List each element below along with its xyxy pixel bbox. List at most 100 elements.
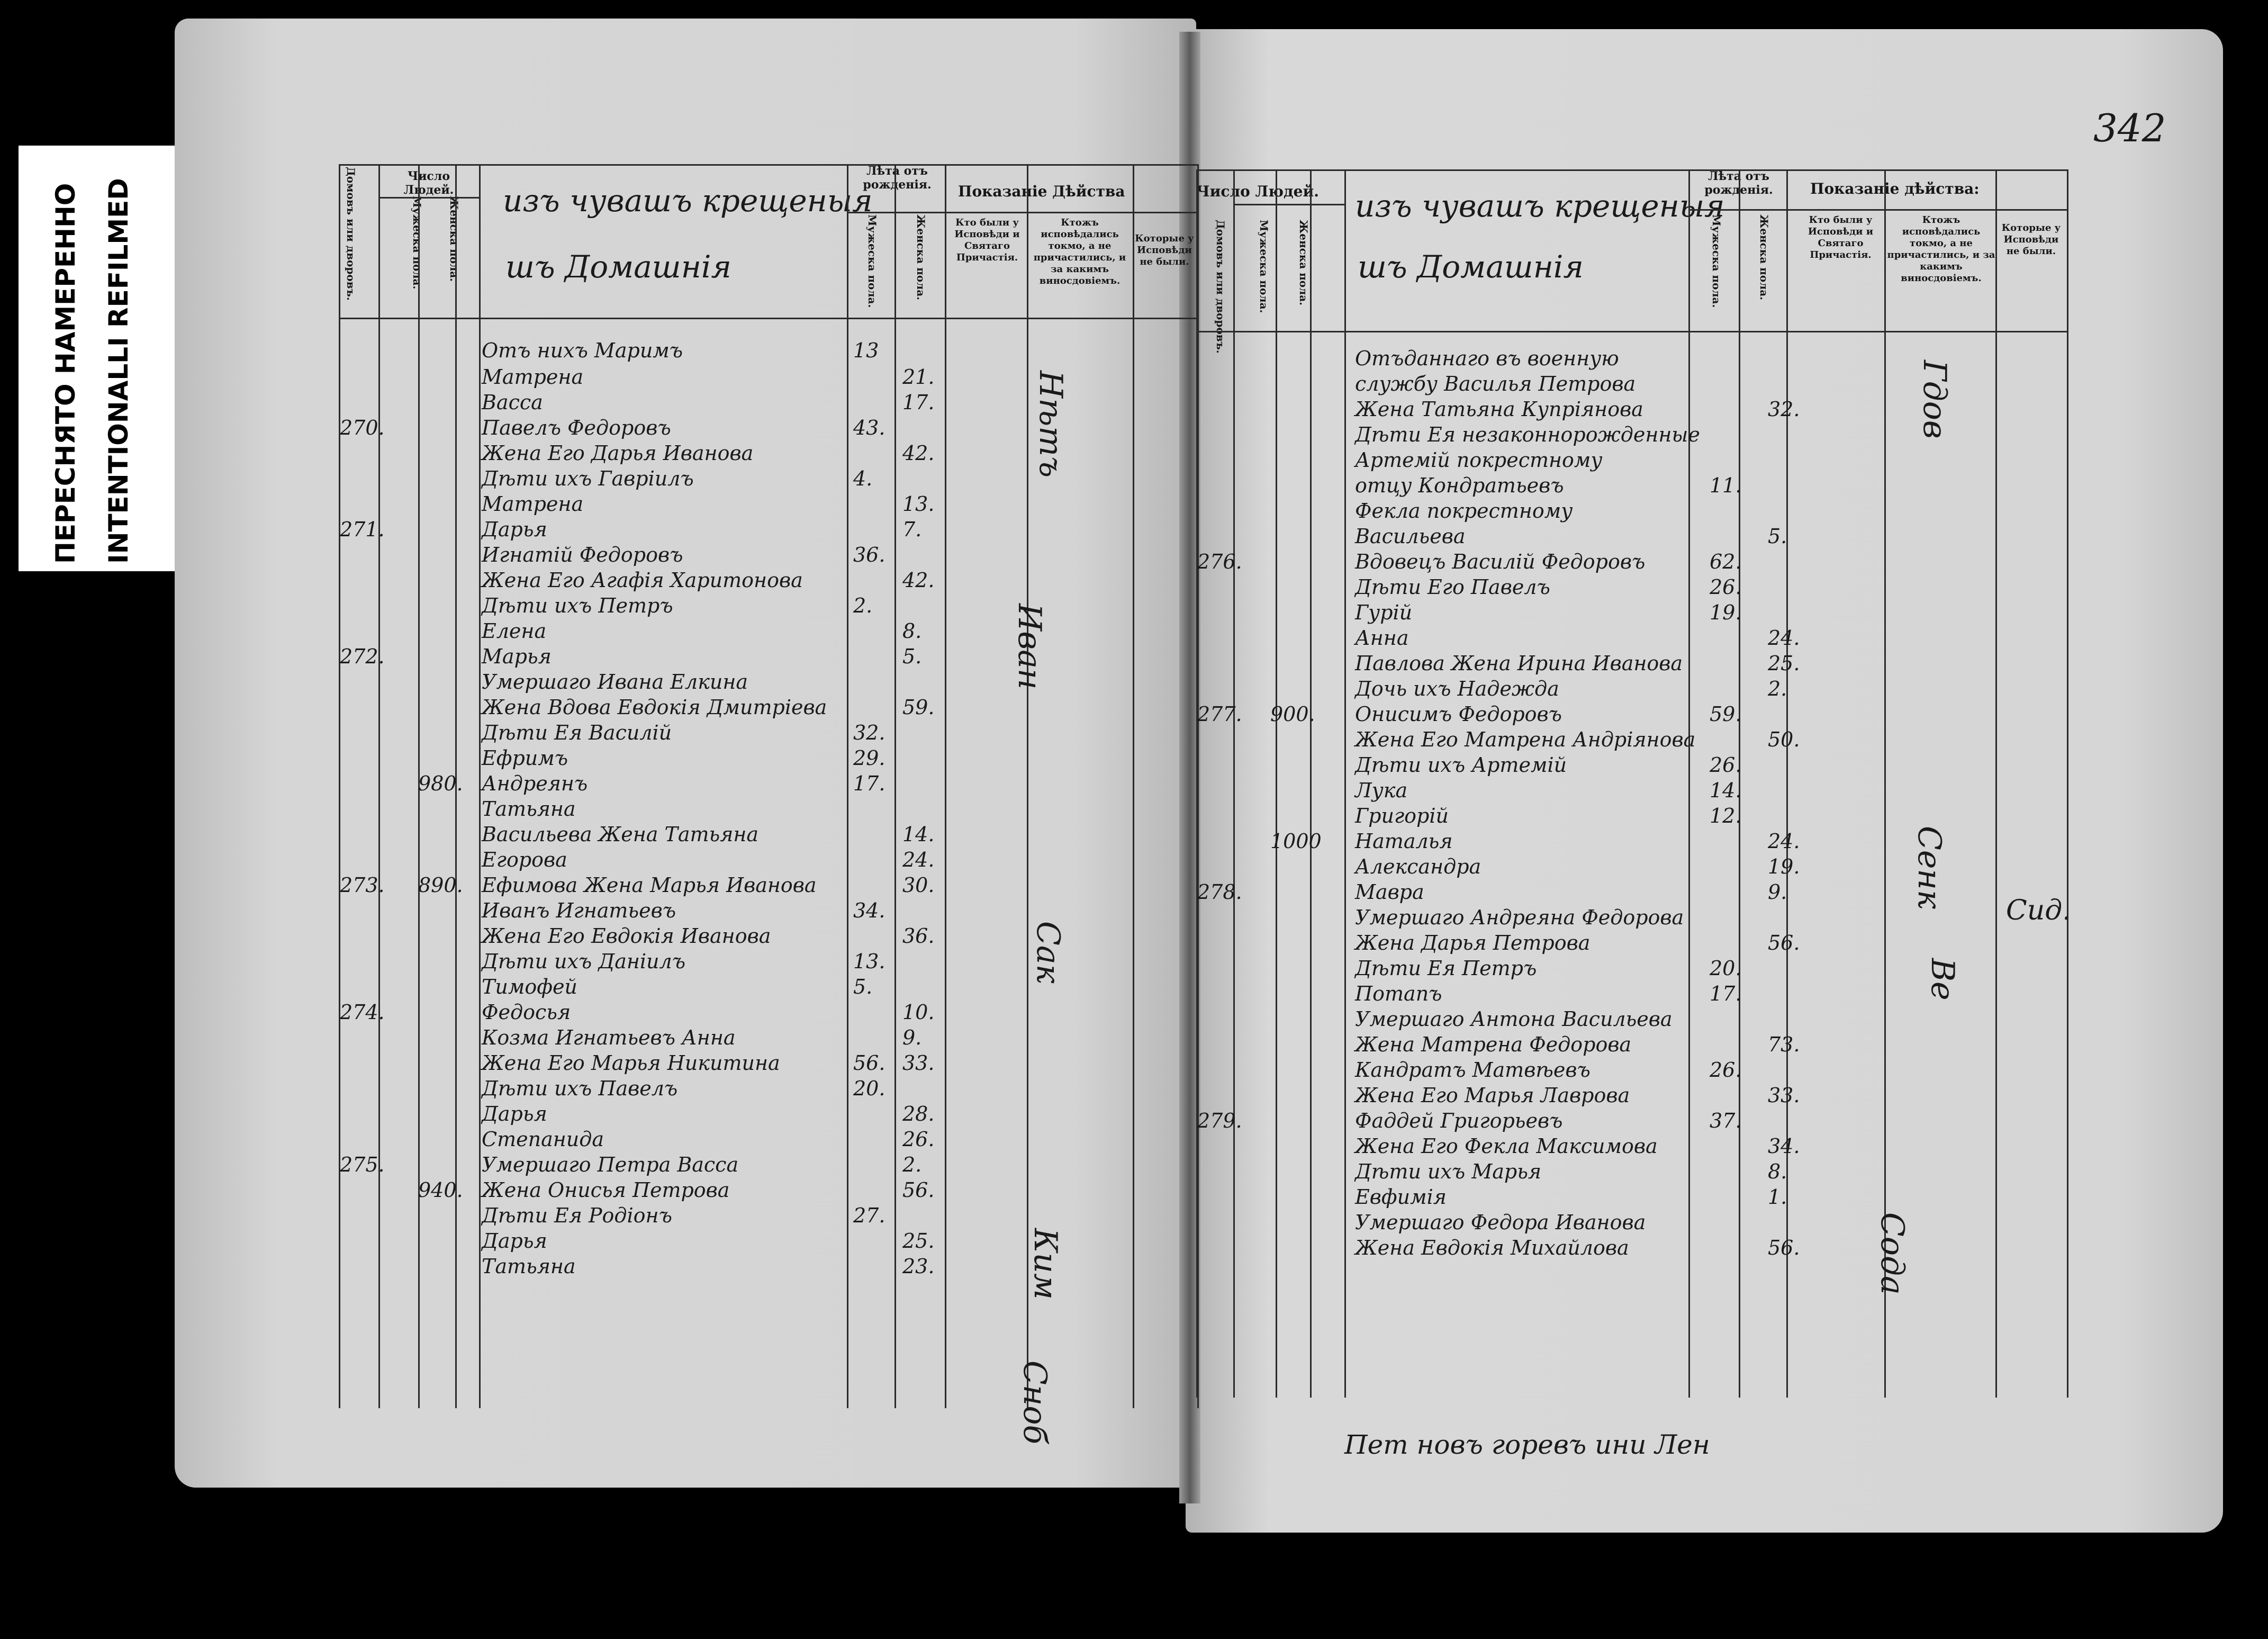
left-male-age: 13 bbox=[853, 339, 879, 362]
right-header-female: Женска пола. bbox=[1297, 220, 1310, 306]
left-entry-name: Васса bbox=[482, 391, 543, 414]
stamp-line-ru: ПЕРЕСНЯТО НАМЕРЕННО bbox=[50, 183, 81, 564]
left-entry-name: Игнатій Федоровъ bbox=[482, 543, 683, 566]
right-entry-name: Жена Татьяна Купріянова bbox=[1355, 398, 1643, 421]
left-female-age: 7. bbox=[902, 518, 922, 541]
right-entry-name: Онисимъ Федоровъ bbox=[1355, 703, 1562, 726]
left-house-number: 273. bbox=[340, 873, 385, 897]
left-male-age: 43. bbox=[853, 416, 885, 439]
left-male-age: 5. bbox=[853, 975, 873, 998]
right-header-age-female: Женска пола. bbox=[1758, 214, 1770, 301]
left-header-age: Лѣта отъ рожденія. bbox=[863, 164, 932, 192]
stamp-line-en: INTENTIONALLI REFILMED bbox=[103, 178, 134, 564]
left-column-rule bbox=[455, 164, 457, 1408]
left-running-total: 940. bbox=[418, 1178, 463, 1202]
left-running-total: 980. bbox=[418, 772, 463, 795]
left-entry-name: Дарья bbox=[482, 1102, 547, 1125]
right-entry-name: Жена Матрена Федорова bbox=[1355, 1033, 1632, 1056]
left-page bbox=[175, 19, 1196, 1488]
left-column-rule bbox=[1133, 164, 1134, 1408]
left-entry-name: Жена Его Марья Никитина bbox=[482, 1051, 780, 1075]
left-entry-name: Федосья bbox=[482, 1001, 571, 1024]
left-female-age: 42. bbox=[902, 569, 935, 592]
right-entry-name: Фаддей Григорьевъ bbox=[1355, 1109, 1563, 1132]
right-entry-name: Григорій bbox=[1355, 804, 1449, 827]
left-entry-name: Матрена bbox=[482, 492, 584, 516]
left-male-age: 56. bbox=[853, 1051, 885, 1075]
left-entry-name: Елена bbox=[482, 619, 547, 643]
right-house-number: 279. bbox=[1197, 1109, 1242, 1132]
left-female-age: 14. bbox=[902, 823, 935, 846]
left-male-age: 32. bbox=[853, 721, 885, 744]
right-column-rule bbox=[1995, 169, 1997, 1398]
right-side-note: Ве bbox=[1924, 958, 1961, 1001]
right-female-age: 32. bbox=[1768, 398, 1800, 421]
left-side-note: Сноб bbox=[1016, 1361, 1053, 1445]
right-entry-name: Гурій bbox=[1355, 601, 1413, 624]
left-male-age: 4. bbox=[853, 467, 873, 490]
right-entry-name: Александра bbox=[1355, 855, 1481, 878]
folio-number: 342 bbox=[2093, 106, 2166, 150]
left-header-rule bbox=[847, 212, 1197, 213]
right-bottom-note: Пет новъ горевъ ини Лен bbox=[1344, 1429, 1710, 1460]
left-entry-name: Ефримъ bbox=[482, 746, 568, 770]
right-male-age: 26. bbox=[1710, 575, 1742, 599]
left-side-note: Сак bbox=[1029, 921, 1067, 984]
left-column-rule bbox=[418, 164, 420, 1408]
right-male-age: 20. bbox=[1710, 957, 1742, 980]
left-entry-name: Жена Онисья Петрова bbox=[482, 1178, 730, 1202]
left-entry-name: Андреянъ bbox=[482, 772, 588, 795]
left-female-age: 26. bbox=[902, 1128, 935, 1151]
left-header-c2: Ктожъ исповѣдались токмо, а не причастил… bbox=[1033, 217, 1126, 286]
left-female-age: 2. bbox=[902, 1153, 922, 1176]
left-entry-name: Умершаго Ивана Елкина bbox=[482, 670, 748, 694]
left-entry-name: Козма Игнатьевъ Анна bbox=[482, 1026, 736, 1049]
right-heading-line1: изъ чувашъ крещеныя bbox=[1355, 188, 1725, 224]
left-entry-name: Дарья bbox=[482, 518, 547, 541]
left-entry-name: Егорова bbox=[482, 848, 567, 871]
left-male-age: 20. bbox=[853, 1077, 885, 1100]
right-entry-name: Дѣти ихъ Марья bbox=[1355, 1160, 1542, 1183]
right-entry-name: отцу Кондратьевъ bbox=[1355, 474, 1564, 497]
left-house-number: 275. bbox=[340, 1153, 385, 1176]
right-header-count-top: Число Людей. bbox=[1196, 183, 1320, 200]
right-column-rule bbox=[1786, 169, 1788, 1398]
right-page bbox=[1186, 29, 2223, 1533]
right-female-age: 2. bbox=[1768, 677, 1787, 700]
left-column-rule bbox=[945, 164, 946, 1408]
left-header-female: Женска пола. bbox=[448, 196, 460, 282]
right-entry-name: Дѣти ихъ Артемій bbox=[1355, 753, 1567, 777]
left-entry-name: Степанида bbox=[482, 1128, 604, 1151]
left-entry-name: Тимофей bbox=[482, 975, 577, 998]
right-entry-name: Дѣти Его Павелъ bbox=[1355, 575, 1550, 599]
right-house-number: 278. bbox=[1197, 880, 1242, 904]
right-entry-name: Кандратъ Матвѣевъ bbox=[1355, 1058, 1591, 1082]
right-entry-name: Дѣти Ея Петръ bbox=[1355, 957, 1537, 980]
right-header-yards: Домовъ или дворовъ. bbox=[1214, 220, 1227, 354]
right-column-rule bbox=[1310, 169, 1312, 1398]
left-header-age-female: Женска пола. bbox=[915, 214, 927, 301]
right-house-number: 276. bbox=[1197, 550, 1242, 573]
right-side-note: Сенк bbox=[1911, 826, 1948, 909]
right-entry-name: Жена Его Фекла Максимова bbox=[1355, 1134, 1658, 1158]
left-side-note: Ким bbox=[1027, 1228, 1064, 1300]
left-female-age: 30. bbox=[902, 873, 935, 897]
right-header-c2: Ктожъ исповѣдались токмо, а не причастил… bbox=[1887, 214, 1995, 284]
right-running-total: 1000 bbox=[1270, 830, 1322, 853]
right-entry-name: Жена Дарья Петрова bbox=[1355, 931, 1591, 954]
left-header-count: Число Людей. bbox=[403, 169, 454, 197]
left-house-number: 274. bbox=[340, 1001, 385, 1024]
right-female-age: 56. bbox=[1768, 1236, 1800, 1259]
right-entry-name: Умершаго Федора Иванова bbox=[1355, 1211, 1646, 1234]
right-entry-name: Артемій покрестному bbox=[1355, 448, 1603, 472]
right-column-rule bbox=[1276, 169, 1277, 1398]
right-female-age: 24. bbox=[1768, 830, 1800, 853]
left-entry-name: Дѣти ихъ Петръ bbox=[482, 594, 673, 617]
right-female-age: 33. bbox=[1768, 1084, 1800, 1107]
right-entry-name: Мавра bbox=[1355, 880, 1424, 904]
right-column-rule bbox=[1884, 169, 1886, 1398]
right-male-age: 14. bbox=[1710, 779, 1742, 802]
left-female-age: 28. bbox=[902, 1102, 935, 1125]
left-entry-name: Дѣти Ея Родіонъ bbox=[482, 1204, 672, 1227]
left-house-number: 271. bbox=[340, 518, 385, 541]
